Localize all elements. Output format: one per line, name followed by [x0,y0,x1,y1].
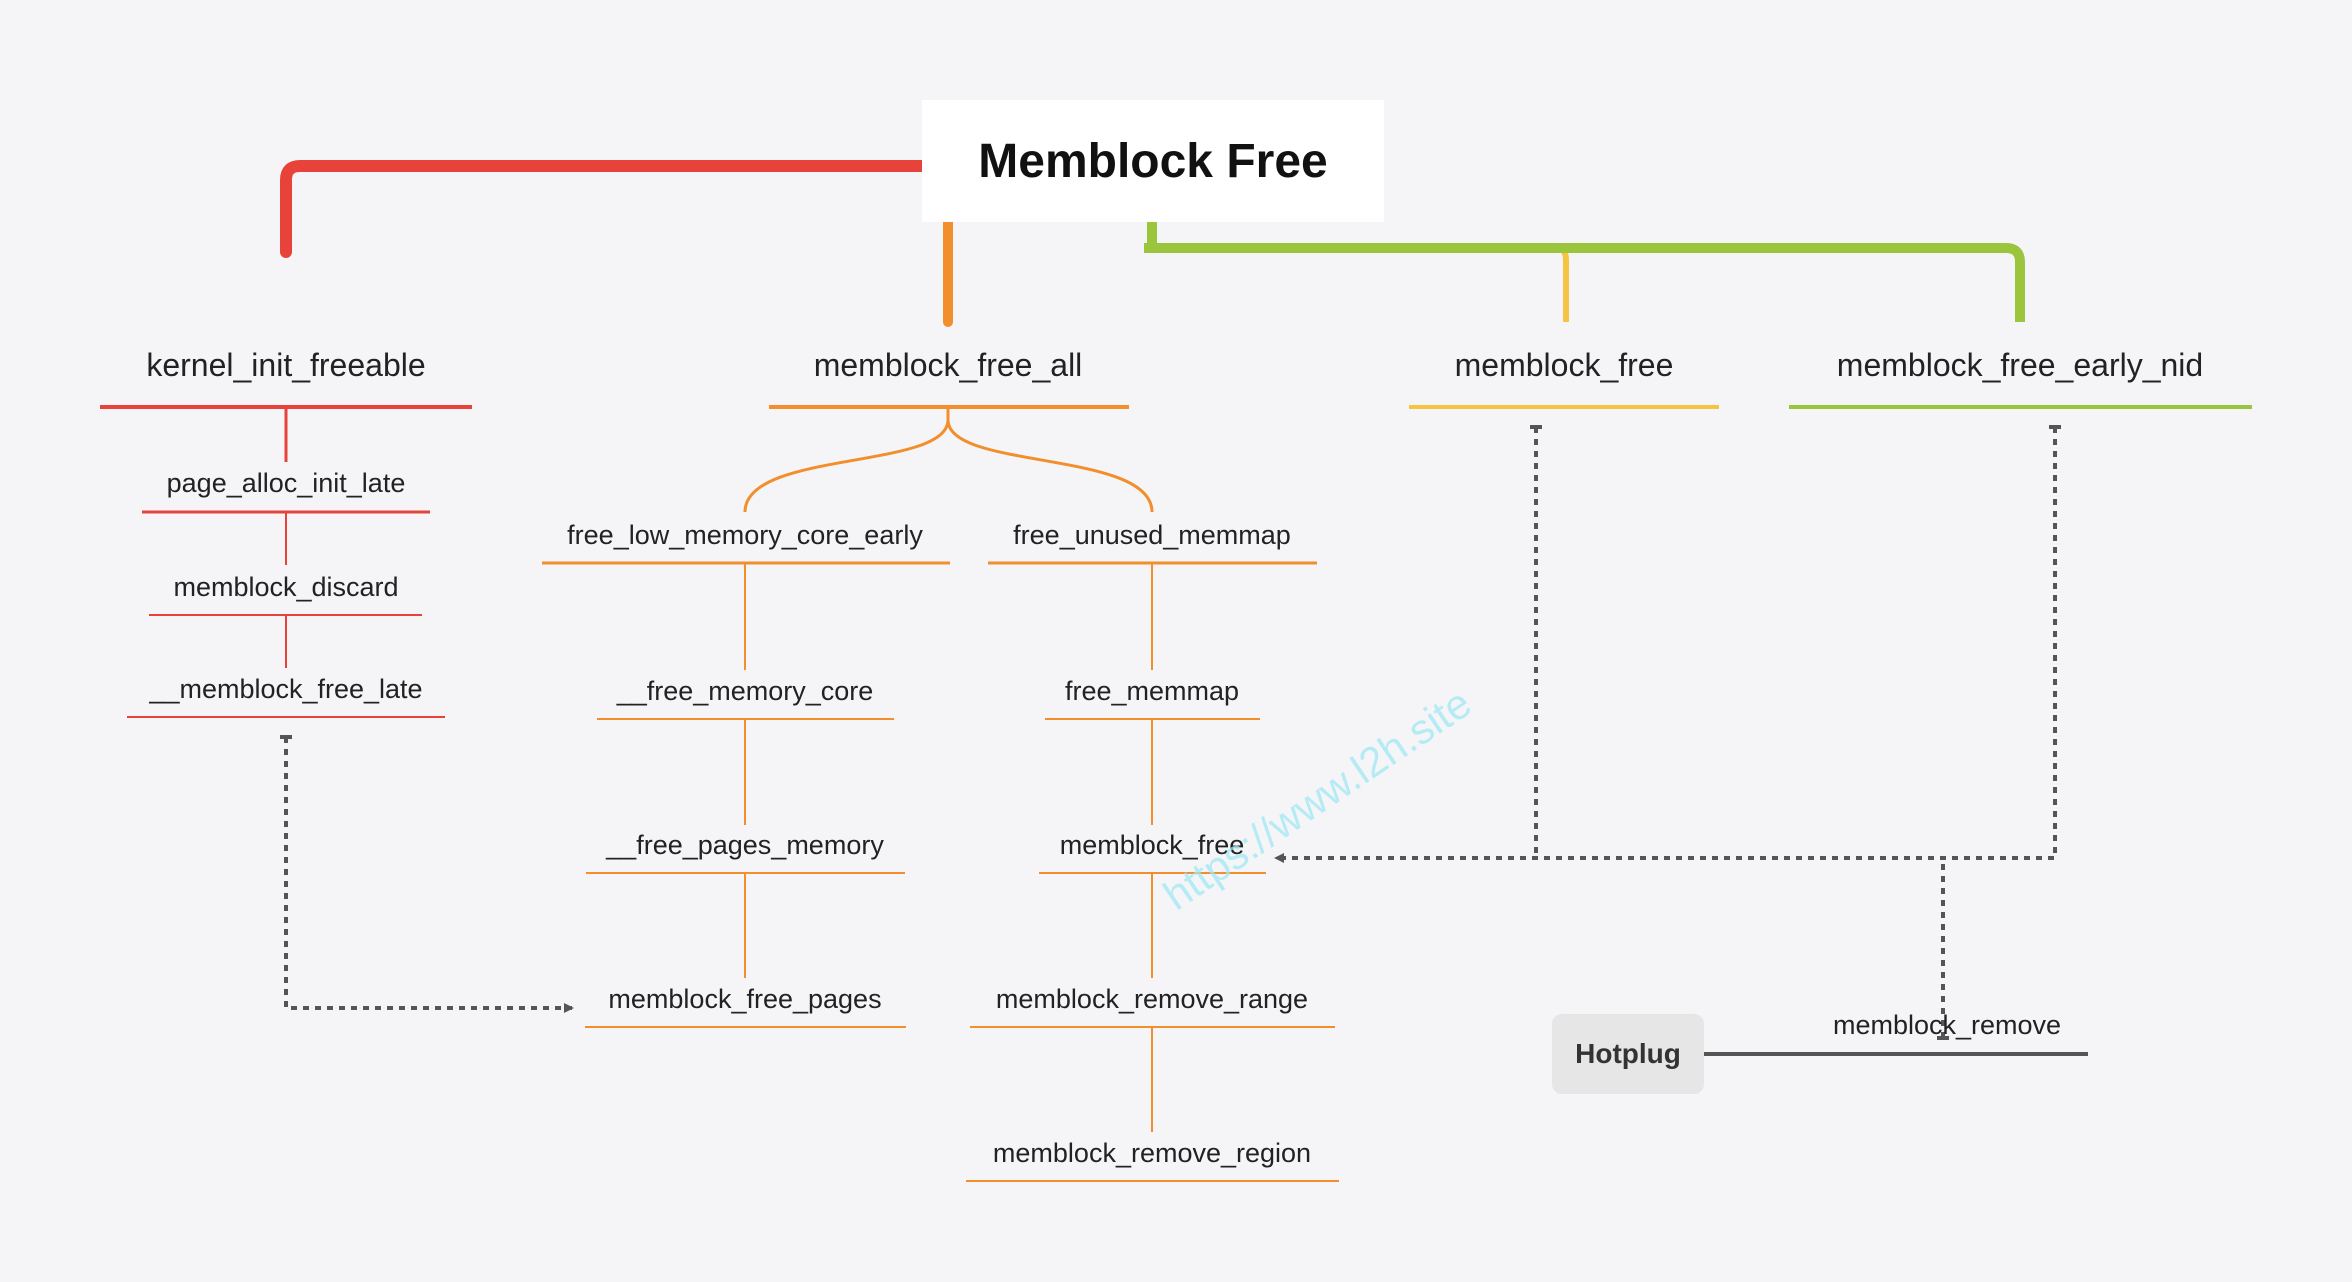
node-memblock-discard[interactable]: memblock_discard [173,572,399,602]
node-memblock-remove-region[interactable]: memblock_remove_region [992,1138,1312,1168]
orange-branch-lines [542,407,1339,1182]
arrow-free-early-nid-to-memblock-free [1274,427,2057,863]
node-memblock-free-early-nid[interactable]: memblock_free_early_nid [1836,347,2204,383]
hotplug-label: Hotplug [1575,1038,1681,1069]
node-memblock-free-late[interactable]: __memblock_free_late [149,674,423,704]
relationship-arrows [280,425,2061,1040]
red-branch-lines [127,407,445,718]
node-memblock-free-pages[interactable]: memblock_free_pages [608,984,882,1014]
node-free-low-memory-core-early[interactable]: free_low_memory_core_early [567,520,923,550]
node-memblock-free[interactable]: memblock_free [1454,347,1674,383]
node-free-pages-memory[interactable]: __free_pages_memory [606,830,884,860]
node-free-memory-core[interactable]: __free_memory_core [616,676,874,706]
arrow-free-late-to-free-pages [284,737,574,1013]
node-memblock-free-inner[interactable]: memblock_free [1059,830,1245,860]
connector-kernel-init-freeable [280,160,1158,258]
hotplug-node[interactable]: Hotplug [1552,1014,1704,1094]
node-memblock-remove-range[interactable]: memblock_remove_range [995,984,1309,1014]
node-memblock-free-all[interactable]: memblock_free_all [813,347,1083,383]
connector-memblock-free [1149,222,1569,322]
node-free-unused-memmap[interactable]: free_unused_memmap [1013,520,1291,550]
node-page-alloc-init-late[interactable]: page_alloc_init_late [166,468,406,498]
node-free-memmap[interactable]: free_memmap [1064,676,1240,706]
node-kernel-init-freeable[interactable]: kernel_init_freeable [146,347,426,383]
root-node[interactable]: Memblock Free [922,100,1384,222]
connector-memblock-free-early-nid [1147,222,2025,322]
node-memblock-remove[interactable]: memblock_remove [1832,1010,2062,1040]
root-title: Memblock Free [978,134,1328,188]
